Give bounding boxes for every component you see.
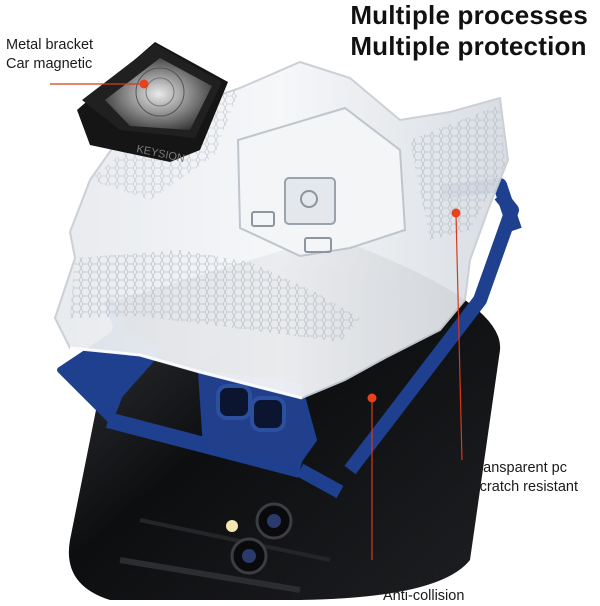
tpu-callout-line-2: Anti-collision	[383, 588, 465, 604]
bracket-callout: Metal bracket Car magnetic	[6, 36, 93, 74]
metal-bracket: KEYSION	[77, 42, 228, 165]
bracket-dot	[139, 79, 149, 89]
pc-leader-line	[455, 213, 463, 461]
headline: Multiple processes Multiple protection	[350, 0, 588, 62]
tpu-callout-line-1: Soft TPU	[383, 569, 442, 585]
pc-callout: Transparent pc Scratch resistant	[470, 459, 578, 497]
tpu-dot	[367, 393, 377, 403]
pc-callout-line-1: Transparent pc	[470, 460, 567, 476]
tpu-frame	[57, 178, 522, 499]
pc-callout-line-2: Scratch resistant	[470, 479, 578, 495]
bracket-callout-line-2: Car magnetic	[6, 56, 93, 72]
headline-line-1: Multiple processes	[350, 0, 588, 30]
tpu-callout: Soft TPU Anti-collision	[383, 568, 464, 606]
headline-line-2: Multiple protection	[350, 31, 587, 61]
callout-lines	[50, 83, 463, 560]
callout-dots	[139, 79, 461, 403]
bracket-callout-line-1: Metal bracket	[6, 37, 94, 53]
phone-camera	[226, 502, 293, 575]
pc-dot	[451, 208, 461, 218]
